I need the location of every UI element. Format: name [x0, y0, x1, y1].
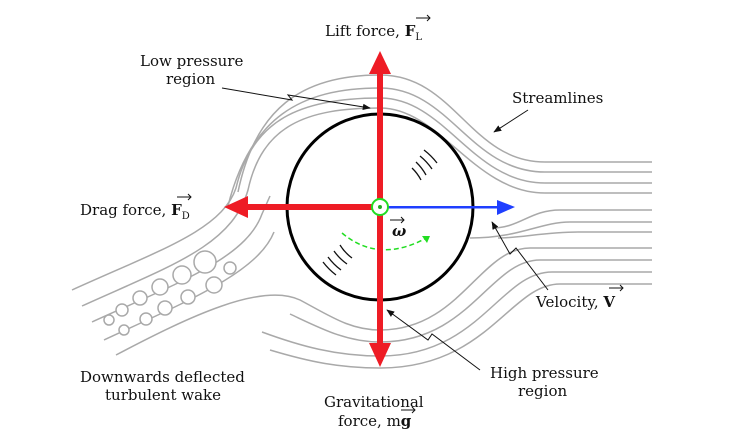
velocity-arrow: [380, 200, 515, 215]
wake-label-line1: Downwards deflected: [80, 368, 245, 386]
streamline: [103, 231, 275, 341]
rotation-axis-icon: [371, 198, 389, 216]
wake-bubble: [115, 303, 129, 317]
streamline: [81, 107, 652, 307]
velocity-leader: [491, 221, 549, 291]
streamline: [269, 283, 652, 369]
velocity-label: Velocity, V: [535, 293, 615, 311]
low-pressure-label-line1: Low pressure: [140, 52, 243, 70]
wake-bubble: [139, 312, 153, 326]
wake-label-line2: turbulent wake: [105, 386, 221, 404]
wake-bubble: [132, 290, 148, 306]
drag-force-arrow: [224, 196, 380, 218]
wake-bubble: [118, 324, 130, 336]
turbulent-wake-bubbles: [103, 250, 237, 336]
streamline: [261, 271, 652, 357]
wake-bubble: [223, 261, 237, 275]
streamline: [497, 231, 652, 239]
omega-vector-arrow-icon: [390, 216, 405, 224]
wake-bubble: [193, 250, 217, 274]
wake-bubble: [205, 276, 223, 294]
spin-marks-upper-right: [411, 149, 438, 181]
spin-marks-lower-left: [322, 244, 353, 276]
lift-force-arrow: [369, 51, 391, 207]
wake-bubble: [151, 278, 169, 296]
velocity-vector-arrow-icon: [609, 284, 624, 292]
gravity-label-line1: Gravitational: [324, 393, 424, 411]
high-pressure-label-line2: region: [518, 382, 567, 400]
lift-force-label: Lift force, FL: [325, 22, 422, 43]
low-pressure-leader: [221, 87, 371, 111]
omega-label: ω: [392, 222, 406, 240]
wake-bubble: [157, 300, 173, 316]
high-pressure-leader: [386, 309, 481, 371]
wake-bubble: [180, 289, 196, 305]
wake-bubble: [172, 265, 192, 285]
low-pressure-label-line2: region: [166, 70, 215, 88]
drag-force-label: Drag force, FD: [80, 201, 190, 222]
gravity-vector-arrow-icon: [401, 406, 416, 414]
drag-vector-arrow-icon: [177, 193, 192, 201]
angular-velocity-arrow: [341, 232, 431, 251]
streamlines-label: Streamlines: [512, 89, 603, 107]
streamline: [491, 209, 652, 229]
wake-bubble: [103, 314, 115, 326]
high-pressure-label-line1: High pressure: [490, 364, 599, 382]
gravitational-force-arrow: [369, 207, 391, 367]
streamline: [71, 97, 652, 291]
lift-vector-arrow-icon: [416, 14, 431, 22]
streamline: [469, 221, 652, 239]
streamline: [115, 247, 652, 356]
streamline: [289, 259, 652, 343]
gravity-label-line2: force, mg: [338, 412, 412, 430]
streamlines-leader: [493, 109, 529, 133]
